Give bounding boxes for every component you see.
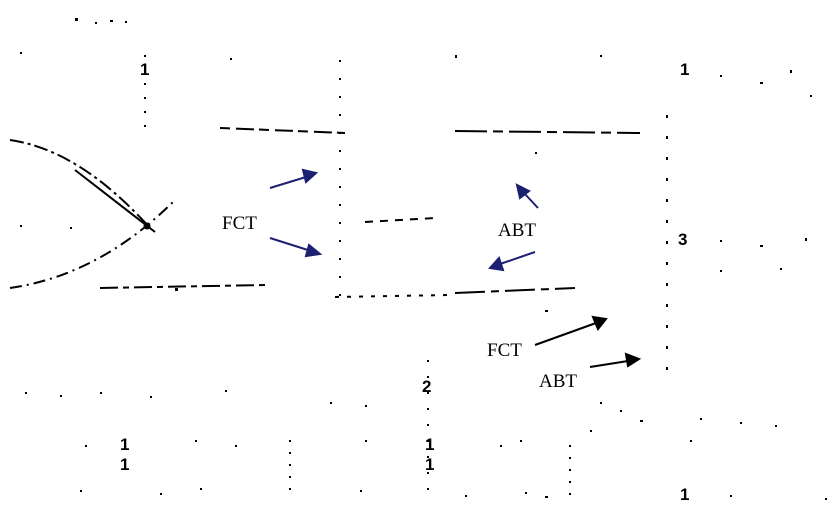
middle-dash-line [364, 217, 436, 223]
left-curve-lower [9, 199, 176, 289]
marker-bottom-c: 1 [425, 435, 434, 454]
left-diagonal [74, 169, 156, 233]
annotation-labels: FCT ABT FCT ABT [222, 213, 577, 392]
annotation-arrows [269, 168, 642, 368]
marker-top-left: 1 [140, 60, 149, 79]
marker-top-right: 1 [680, 60, 689, 79]
left-curve-upper [9, 139, 151, 229]
arrow-fct-upper-2 [269, 237, 323, 258]
diagram-line-work [9, 55, 668, 500]
marker-middle-bottom: 2 [422, 377, 431, 396]
marker-right-mid: 3 [678, 230, 687, 249]
lower-horizontal-line-left [99, 284, 266, 289]
marker-bottom-b: 1 [120, 455, 129, 474]
upper-horizontal-line-right [454, 130, 641, 134]
label-fct-lower: FCT [487, 340, 522, 361]
label-abt-lower: ABT [539, 371, 577, 392]
marker-bottom-a: 1 [120, 435, 129, 454]
arrow-abt-lower [589, 352, 642, 368]
label-abt-upper: ABT [498, 220, 536, 241]
arrow-abt-upper-1 [515, 183, 539, 209]
lower-horizontal-line-right [454, 287, 576, 294]
upper-horizontal-line [219, 127, 346, 134]
marker-labels: 1 1 3 2 1 1 1 1 1 [120, 60, 689, 504]
scan-noise-dots [20, 18, 827, 500]
crossing-node [143, 222, 151, 230]
arrow-fct-upper-1 [269, 168, 319, 189]
marker-bottom-d: 1 [425, 455, 434, 474]
lower-horizontal-line-mid [334, 294, 451, 298]
label-fct-upper: FCT [222, 213, 257, 234]
arrow-fct-lower [534, 315, 608, 346]
marker-bottom-right: 1 [680, 485, 689, 504]
arrow-abt-upper-2 [488, 251, 536, 272]
